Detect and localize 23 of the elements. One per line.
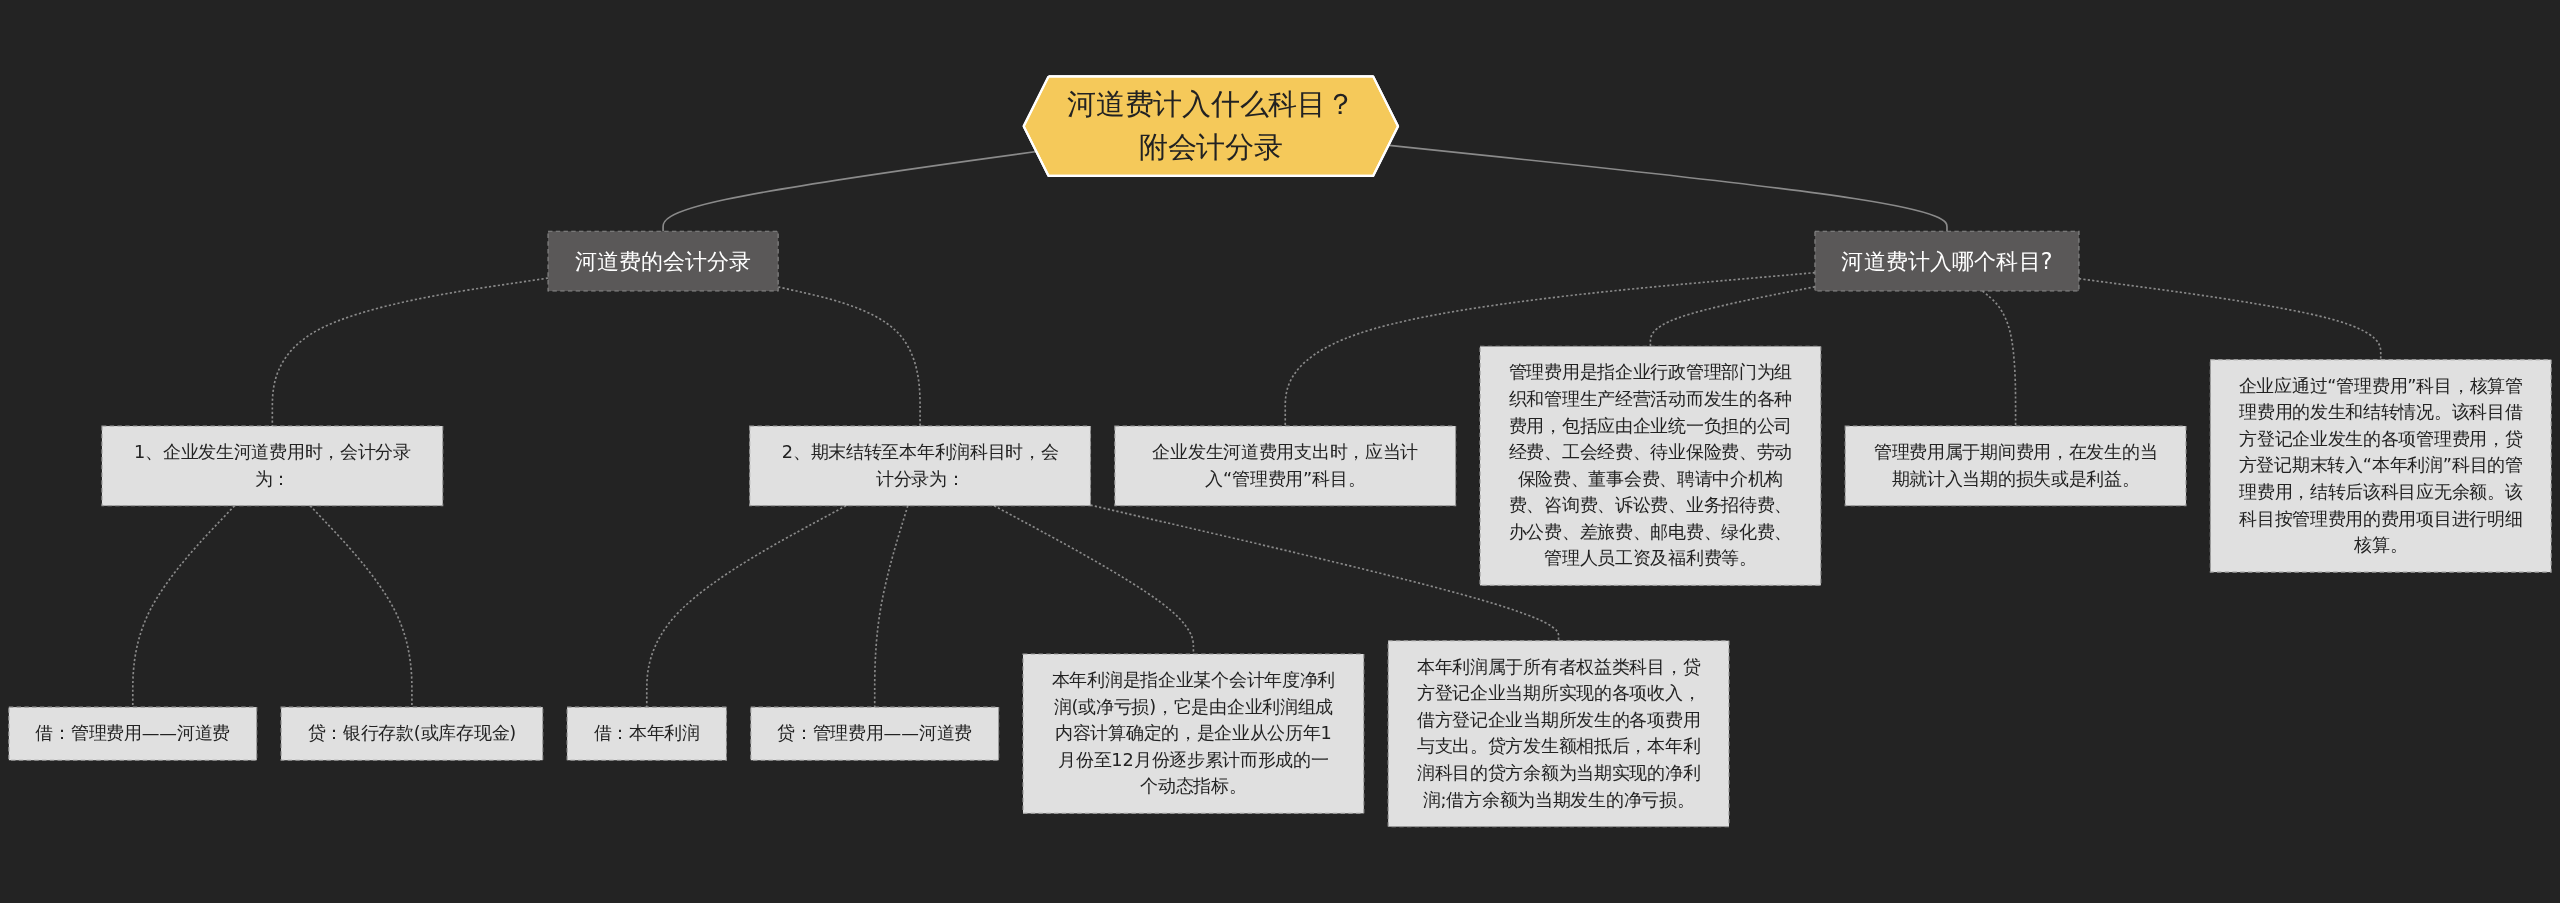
connector bbox=[1388, 144, 1948, 233]
node-box: 河道费的会计分录 bbox=[547, 230, 779, 292]
node-box: 借：管理费用——河道费 bbox=[8, 706, 258, 761]
node-box: 河道费计入哪个科目? bbox=[1814, 230, 2080, 292]
connector bbox=[1284, 271, 1816, 427]
node-box: 2、期末结转至本年利润科目时，会计分录为： bbox=[749, 425, 1092, 507]
connector bbox=[1649, 285, 1816, 348]
node-box: 本年利润是指企业某个会计年度净利润(或净亏损)，它是由企业利润组成内容计算确定的，是企业从公历年1月份至12月份逐步累计而形成的一个动态指标。 bbox=[1022, 653, 1365, 814]
node-box: 1、企业发生河道费用时，会计分录为： bbox=[101, 425, 444, 507]
node-box: 管理费用属于期间费用，在发生的当期就计入当期的损失或是利益。 bbox=[1844, 425, 2187, 507]
connector bbox=[2078, 277, 2382, 361]
connector bbox=[645, 504, 847, 708]
node-box: 贷：银行存款(或库存现金) bbox=[280, 706, 544, 761]
connector bbox=[131, 504, 236, 708]
node-box: 企业发生河道费用支出时，应当计入“管理费用”科目。 bbox=[1114, 425, 1457, 507]
node-box: 借：本年利润 bbox=[566, 706, 727, 761]
node-box: 本年利润属于所有者权益类科目，贷方登记企业当期所实现的各项收入，借方登记企业当期所发生的各项费用与支出。贷方发生额相抵后，本年利润科目的贷方余额为当期实现的净利润;借方余额为当期发生的净亏损。 bbox=[1387, 640, 1730, 828]
connector bbox=[1089, 504, 1560, 642]
node-box: 贷：管理费用——河道费 bbox=[750, 706, 1000, 761]
connector bbox=[873, 504, 909, 708]
node-box: 企业应通过“管理费用”科目，核算管理费用的发生和结转情况。该科目借方登记企业发生的各项管理费用，贷方登记期末转入“本年利润”科目的管理费用，结转后该科目应无余额。该科目按管理费用的费用项目进行明细核算。 bbox=[2209, 359, 2552, 573]
node-box: 管理费用是指企业行政管理部门为组织和管理生产经营活动而发生的各种费用，包括应由企业统一负担的公司经费、工会经费、待业保险费、劳动保险费、董事会费、聘请中介机构费、咨询费、诉讼费、业务招待费、办公费、差旅费、邮电费、绿化费、管理人员工资及福利费等。 bbox=[1479, 345, 1822, 586]
connector bbox=[309, 504, 413, 708]
